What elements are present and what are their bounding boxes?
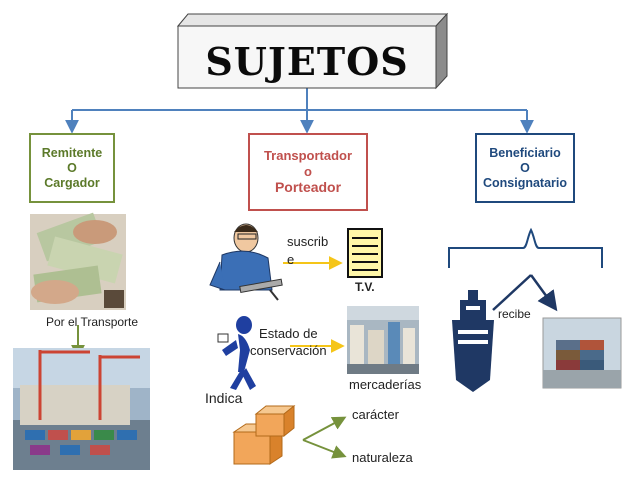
caracter-arrow xyxy=(302,416,347,441)
recibe-arrow-2 xyxy=(529,274,558,312)
label-mercaderias: mercaderías xyxy=(349,377,422,392)
label-caracter: carácter xyxy=(352,407,399,422)
label-estado: Estado de conservación xyxy=(250,326,327,358)
transportador-line3: Porteador xyxy=(274,179,342,196)
title-connector xyxy=(65,88,534,134)
beneficiario-line2: O xyxy=(520,160,530,175)
remitente-line1: Remitente xyxy=(41,145,103,160)
label-tv: T.V. xyxy=(355,280,375,294)
transportador-line2: o xyxy=(304,163,312,179)
remitente-line3: Cargador xyxy=(44,175,100,190)
node-beneficiario: Beneficiario O Consignatario xyxy=(475,133,575,203)
label-naturaleza: naturaleza xyxy=(352,450,413,465)
remitente-line2: O xyxy=(67,160,77,175)
label-recibe: recibe xyxy=(498,307,531,321)
beneficiario-line3: Consignatario xyxy=(482,175,568,190)
node-remitente: Remitente O Cargador xyxy=(29,133,115,203)
recibe-arrow xyxy=(492,274,532,311)
beneficiario-brace xyxy=(448,227,603,268)
label-indica: Indica xyxy=(205,390,243,406)
naturaleza-arrow xyxy=(302,439,347,459)
label-por-transporte: Por el Transporte xyxy=(46,315,139,329)
page-title: SUJETOS xyxy=(205,38,409,84)
transportador-line1: Transportador xyxy=(263,148,353,163)
beneficiario-line1: Beneficiario xyxy=(489,145,561,160)
label-suscribe: suscrib e xyxy=(287,234,329,267)
node-transportador: Transportador o Porteador xyxy=(248,133,368,211)
